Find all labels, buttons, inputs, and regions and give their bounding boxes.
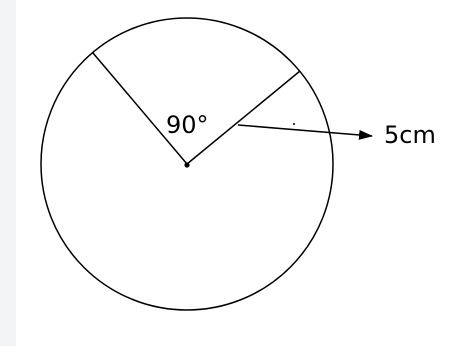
angle-label: 90° [166,111,209,139]
circle-outline [40,17,334,311]
radius-line-right [186,70,301,165]
radius-label: 5cm [384,121,436,149]
center-dot [184,162,190,168]
radius-arrow [237,124,373,140]
diagram-panel [16,0,476,346]
radius-line-left [92,52,188,165]
small-dot [293,123,295,125]
